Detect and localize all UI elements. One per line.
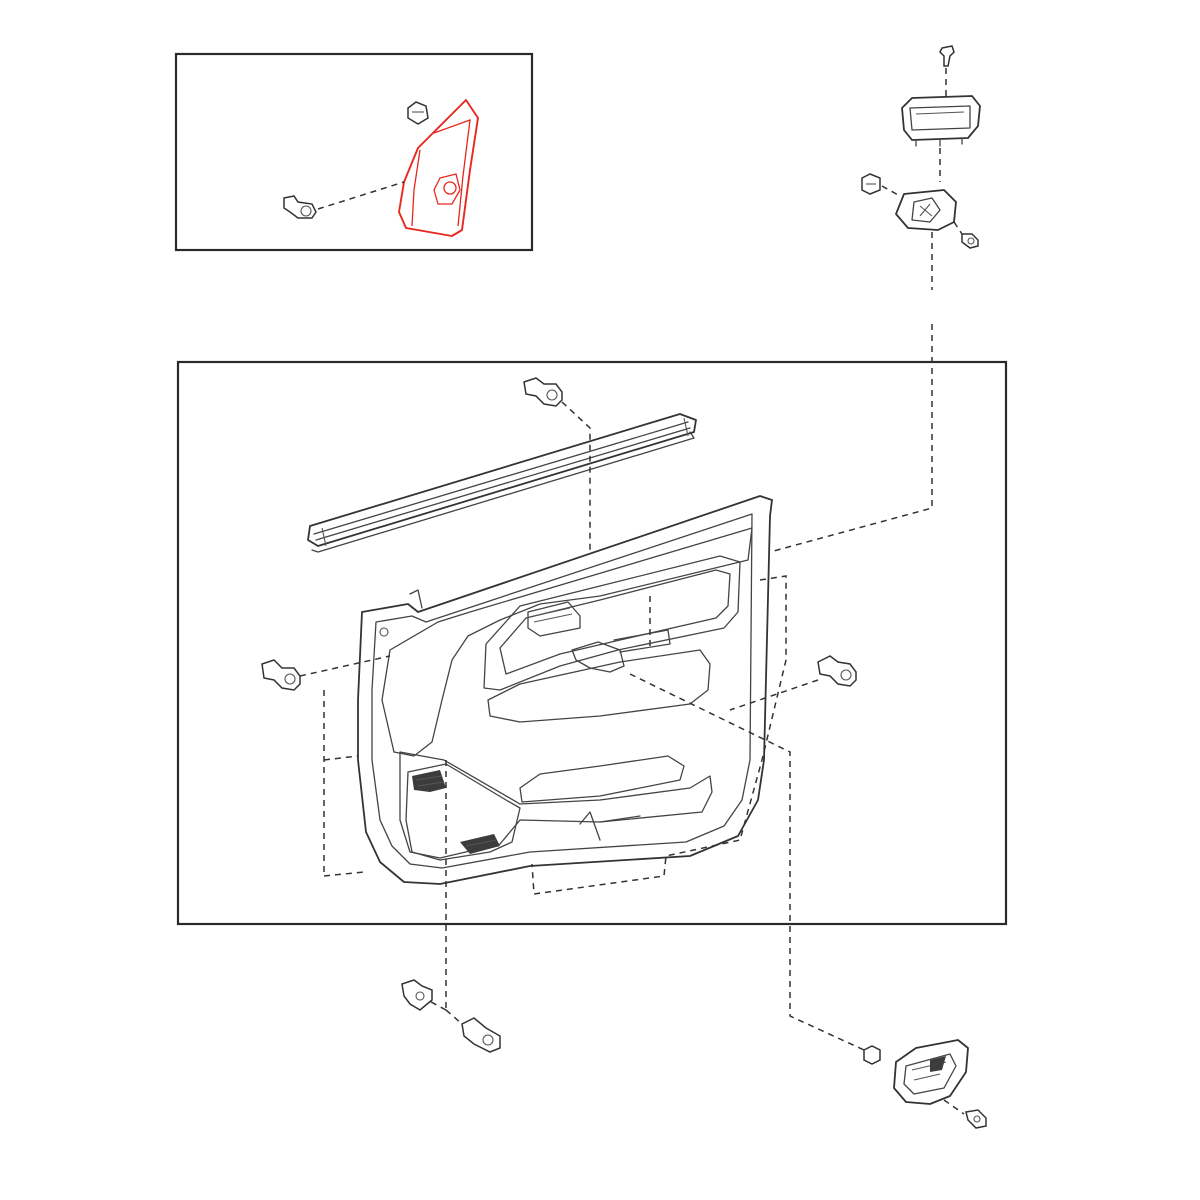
lower-clip-b[interactable]	[461, 1017, 501, 1053]
bracket-screw[interactable]	[961, 233, 979, 249]
pull-cup-screw[interactable]	[939, 45, 955, 67]
bezel-clip[interactable]	[863, 1045, 881, 1065]
left-tie-leader	[323, 755, 365, 877]
inset-clip[interactable]	[407, 101, 429, 125]
bracket-clip-leader	[881, 185, 901, 197]
inset-leader	[317, 181, 405, 210]
lower-clip-a[interactable]	[401, 979, 433, 1011]
bracket-screw-leader	[953, 221, 963, 235]
armrest-bracket[interactable]	[895, 189, 957, 231]
armrest-pull-cup[interactable]	[901, 95, 981, 147]
handle-bezel-leader	[629, 673, 865, 1051]
panel-clip-left[interactable]	[261, 659, 301, 691]
panel-clip-top[interactable]	[523, 377, 563, 407]
bezel-screw-leader	[943, 1099, 965, 1115]
right-clip-leader	[729, 679, 819, 711]
bracket-panel-leader	[769, 324, 933, 553]
panel-clip-right[interactable]	[817, 655, 857, 687]
bezel-screw[interactable]	[965, 1109, 987, 1129]
inset-frame	[174, 52, 534, 252]
door-trim-panel[interactable]	[357, 495, 773, 885]
belt-moulding-weatherstrip[interactable]	[307, 413, 697, 553]
left-clip-leader	[299, 655, 391, 677]
main-frame	[176, 360, 1008, 926]
mirror-corner-cover[interactable]	[398, 99, 479, 237]
inset-screw[interactable]	[283, 195, 317, 219]
bracket-clip[interactable]	[861, 173, 881, 195]
lower-clip-b-leader	[445, 1009, 463, 1025]
inside-handle-bezel[interactable]	[893, 1039, 969, 1105]
